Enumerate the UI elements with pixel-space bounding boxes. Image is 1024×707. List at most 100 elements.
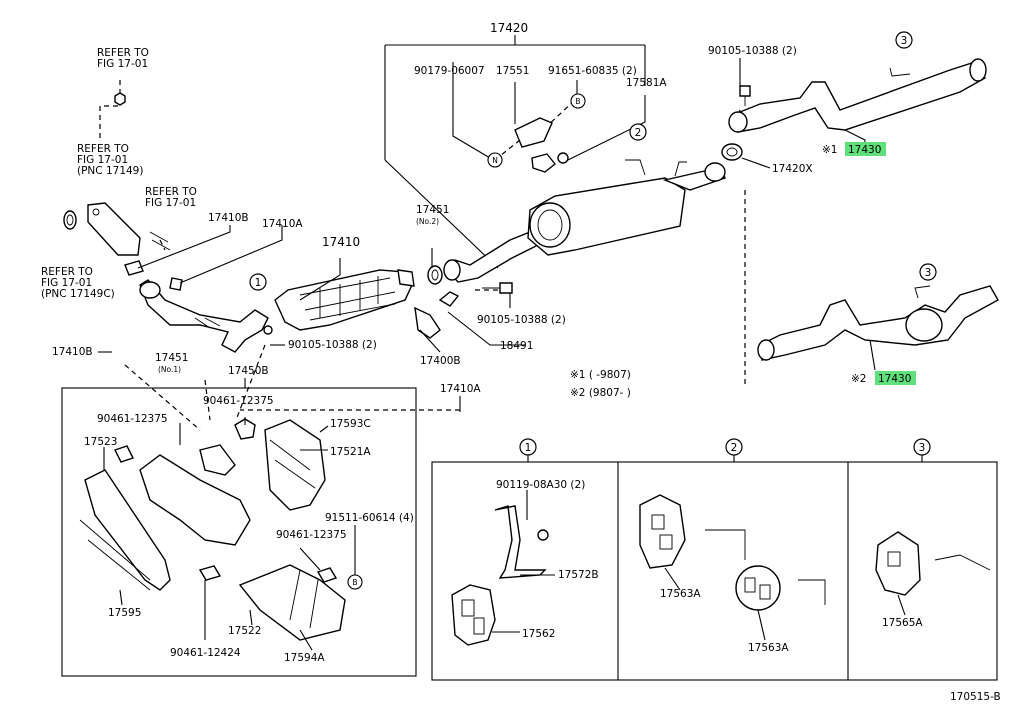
svg-text:REFER TO: REFER TO <box>97 47 149 59</box>
label-17420: 17420 <box>490 21 528 35</box>
label-17594A: 17594A <box>284 652 325 664</box>
hanger-rubber-icon-17562 <box>451 584 496 646</box>
tail-pipe-icon-2 <box>757 285 999 361</box>
callout-3-box-header: 3 <box>913 438 931 456</box>
callout-1-circle: 1 <box>249 273 267 291</box>
label-17563A-1: 17563A <box>660 588 701 600</box>
highlight-17430-2 <box>875 371 916 385</box>
front-exhaust-pipe-icon <box>139 279 273 353</box>
svg-text:REFER TO: REFER TO <box>145 186 197 198</box>
bolt-icon-90105-mid <box>482 282 513 294</box>
box-17450B <box>61 378 417 677</box>
label-no1: (No.1) <box>158 365 181 374</box>
svg-text:3: 3 <box>925 267 932 279</box>
svg-text:B: B <box>352 578 357 587</box>
hanger-rubber-icon-17563A-1 <box>639 494 746 569</box>
tail-pipe-icon-1 <box>728 58 987 133</box>
refer-note-4: REFER TO FIG 17-01 (PNC 17149C) <box>41 266 115 300</box>
bracket-icon-17400B <box>414 306 441 339</box>
catalytic-converter-icon <box>274 269 415 331</box>
callout-2-box-header: 2 <box>725 438 743 456</box>
label-17451-no1: 17451 <box>155 352 188 364</box>
label-90461-12424: 90461-12424 <box>170 647 241 659</box>
label-17595: 17595 <box>108 607 141 619</box>
label-90105-lower: 90105-10388 (2) <box>288 339 377 351</box>
label-90119-08A30: 90119-08A30 (2) <box>496 479 585 491</box>
label-17572B: 17572B <box>558 569 599 581</box>
label-90179-06007: 90179-06007 <box>414 65 485 77</box>
svg-text:1: 1 <box>525 442 532 454</box>
hanger-rubber-icon-17563A-2 <box>735 565 826 611</box>
label-17400B: 17400B <box>420 355 461 367</box>
label-17410B-top: 17410B <box>208 212 249 224</box>
label-17430-2: 17430 <box>878 373 911 385</box>
svg-text:(PNC 17149C): (PNC 17149C) <box>41 288 115 300</box>
label-17410A-right: 17410A <box>440 383 481 395</box>
svg-text:N: N <box>492 156 498 165</box>
leader-lines <box>98 58 906 651</box>
muffler-icon <box>527 159 726 256</box>
svg-text:REFER TO: REFER TO <box>41 266 93 278</box>
hanger-bracket-icon-17572B <box>494 505 549 579</box>
label-18491: 18491 <box>500 340 533 352</box>
label-90461-c: 90461-12375 <box>276 529 347 541</box>
label-90461-b: 90461-12375 <box>97 413 168 425</box>
label-17522: 17522 <box>228 625 261 637</box>
callout-2-circle: 2 <box>629 123 647 141</box>
clamp-parts-17420 <box>514 117 569 173</box>
label-no2: (No.2) <box>416 217 439 226</box>
callout-3-circle-mid: 3 <box>919 263 937 281</box>
gasket-icon-17410B <box>124 260 183 291</box>
label-17420X: 17420X <box>772 163 813 175</box>
gasket-icon-17451-no2 <box>427 265 443 285</box>
label-17410A-top: 17410A <box>262 218 303 230</box>
note-1: ※1 ( -9807) <box>570 369 631 381</box>
left-dashed-leaders <box>99 80 746 431</box>
hanger-rubber-icon-17565A <box>875 531 991 596</box>
nut-icon-top-left <box>114 92 126 106</box>
callout-1-box-header: 1 <box>519 438 537 456</box>
mark-1: ※1 <box>822 144 837 156</box>
callout-3-circle-top: 3 <box>895 31 913 49</box>
svg-text:FIG 17-01: FIG 17-01 <box>145 197 196 209</box>
insulator-parts-group <box>79 418 346 641</box>
svg-text:(PNC 17149): (PNC 17149) <box>77 165 143 177</box>
refer-note-1: REFER TO FIG 17-01 <box>97 47 149 70</box>
mark-2: ※2 <box>851 373 866 385</box>
note-2: ※2 (9807- ) <box>570 387 631 399</box>
center-pipe-icon <box>443 227 550 283</box>
figure-id: 170515-B <box>950 691 1001 703</box>
label-17521A: 17521A <box>330 446 371 458</box>
label-17430-1: 17430 <box>848 144 881 156</box>
label-17523: 17523 <box>84 436 117 448</box>
callout-B-circle-bottom: B <box>347 574 363 590</box>
label-17563A-2: 17563A <box>748 642 789 654</box>
bolt-icon-90105-top <box>739 85 751 106</box>
svg-text:REFER TO: REFER TO <box>77 143 129 155</box>
highlight-17430-1 <box>845 142 886 156</box>
front-pipe-gasket-icon <box>87 202 171 256</box>
svg-text:2: 2 <box>635 127 642 139</box>
bracket-17420 <box>384 35 646 269</box>
label-17593C: 17593C <box>330 418 371 430</box>
label-17562: 17562 <box>522 628 555 640</box>
label-91651-60835: 91651-60835 (2) <box>548 65 637 77</box>
label-17581A: 17581A <box>626 77 667 89</box>
label-17410: 17410 <box>322 235 360 249</box>
callout-N-circle: N <box>487 152 503 168</box>
label-17565A: 17565A <box>882 617 923 629</box>
svg-text:FIG 17-01: FIG 17-01 <box>77 154 128 166</box>
svg-text:2: 2 <box>731 442 738 454</box>
svg-text:3: 3 <box>901 35 908 47</box>
refer-note-2: REFER TO FIG 17-01 (PNC 17149) <box>77 143 143 177</box>
label-91511-60614: 91511-60614 (4) <box>325 512 414 524</box>
label-17451-no2: 17451 <box>416 204 449 216</box>
svg-text:FIG 17-01: FIG 17-01 <box>97 58 148 70</box>
svg-text:3: 3 <box>919 442 926 454</box>
label-17450B: 17450B <box>228 365 269 377</box>
bracket-icon-18491 <box>438 291 460 307</box>
label-90105-mid: 90105-10388 (2) <box>477 314 566 326</box>
gasket-icon-17420X <box>721 143 743 161</box>
svg-text:1: 1 <box>255 277 262 289</box>
